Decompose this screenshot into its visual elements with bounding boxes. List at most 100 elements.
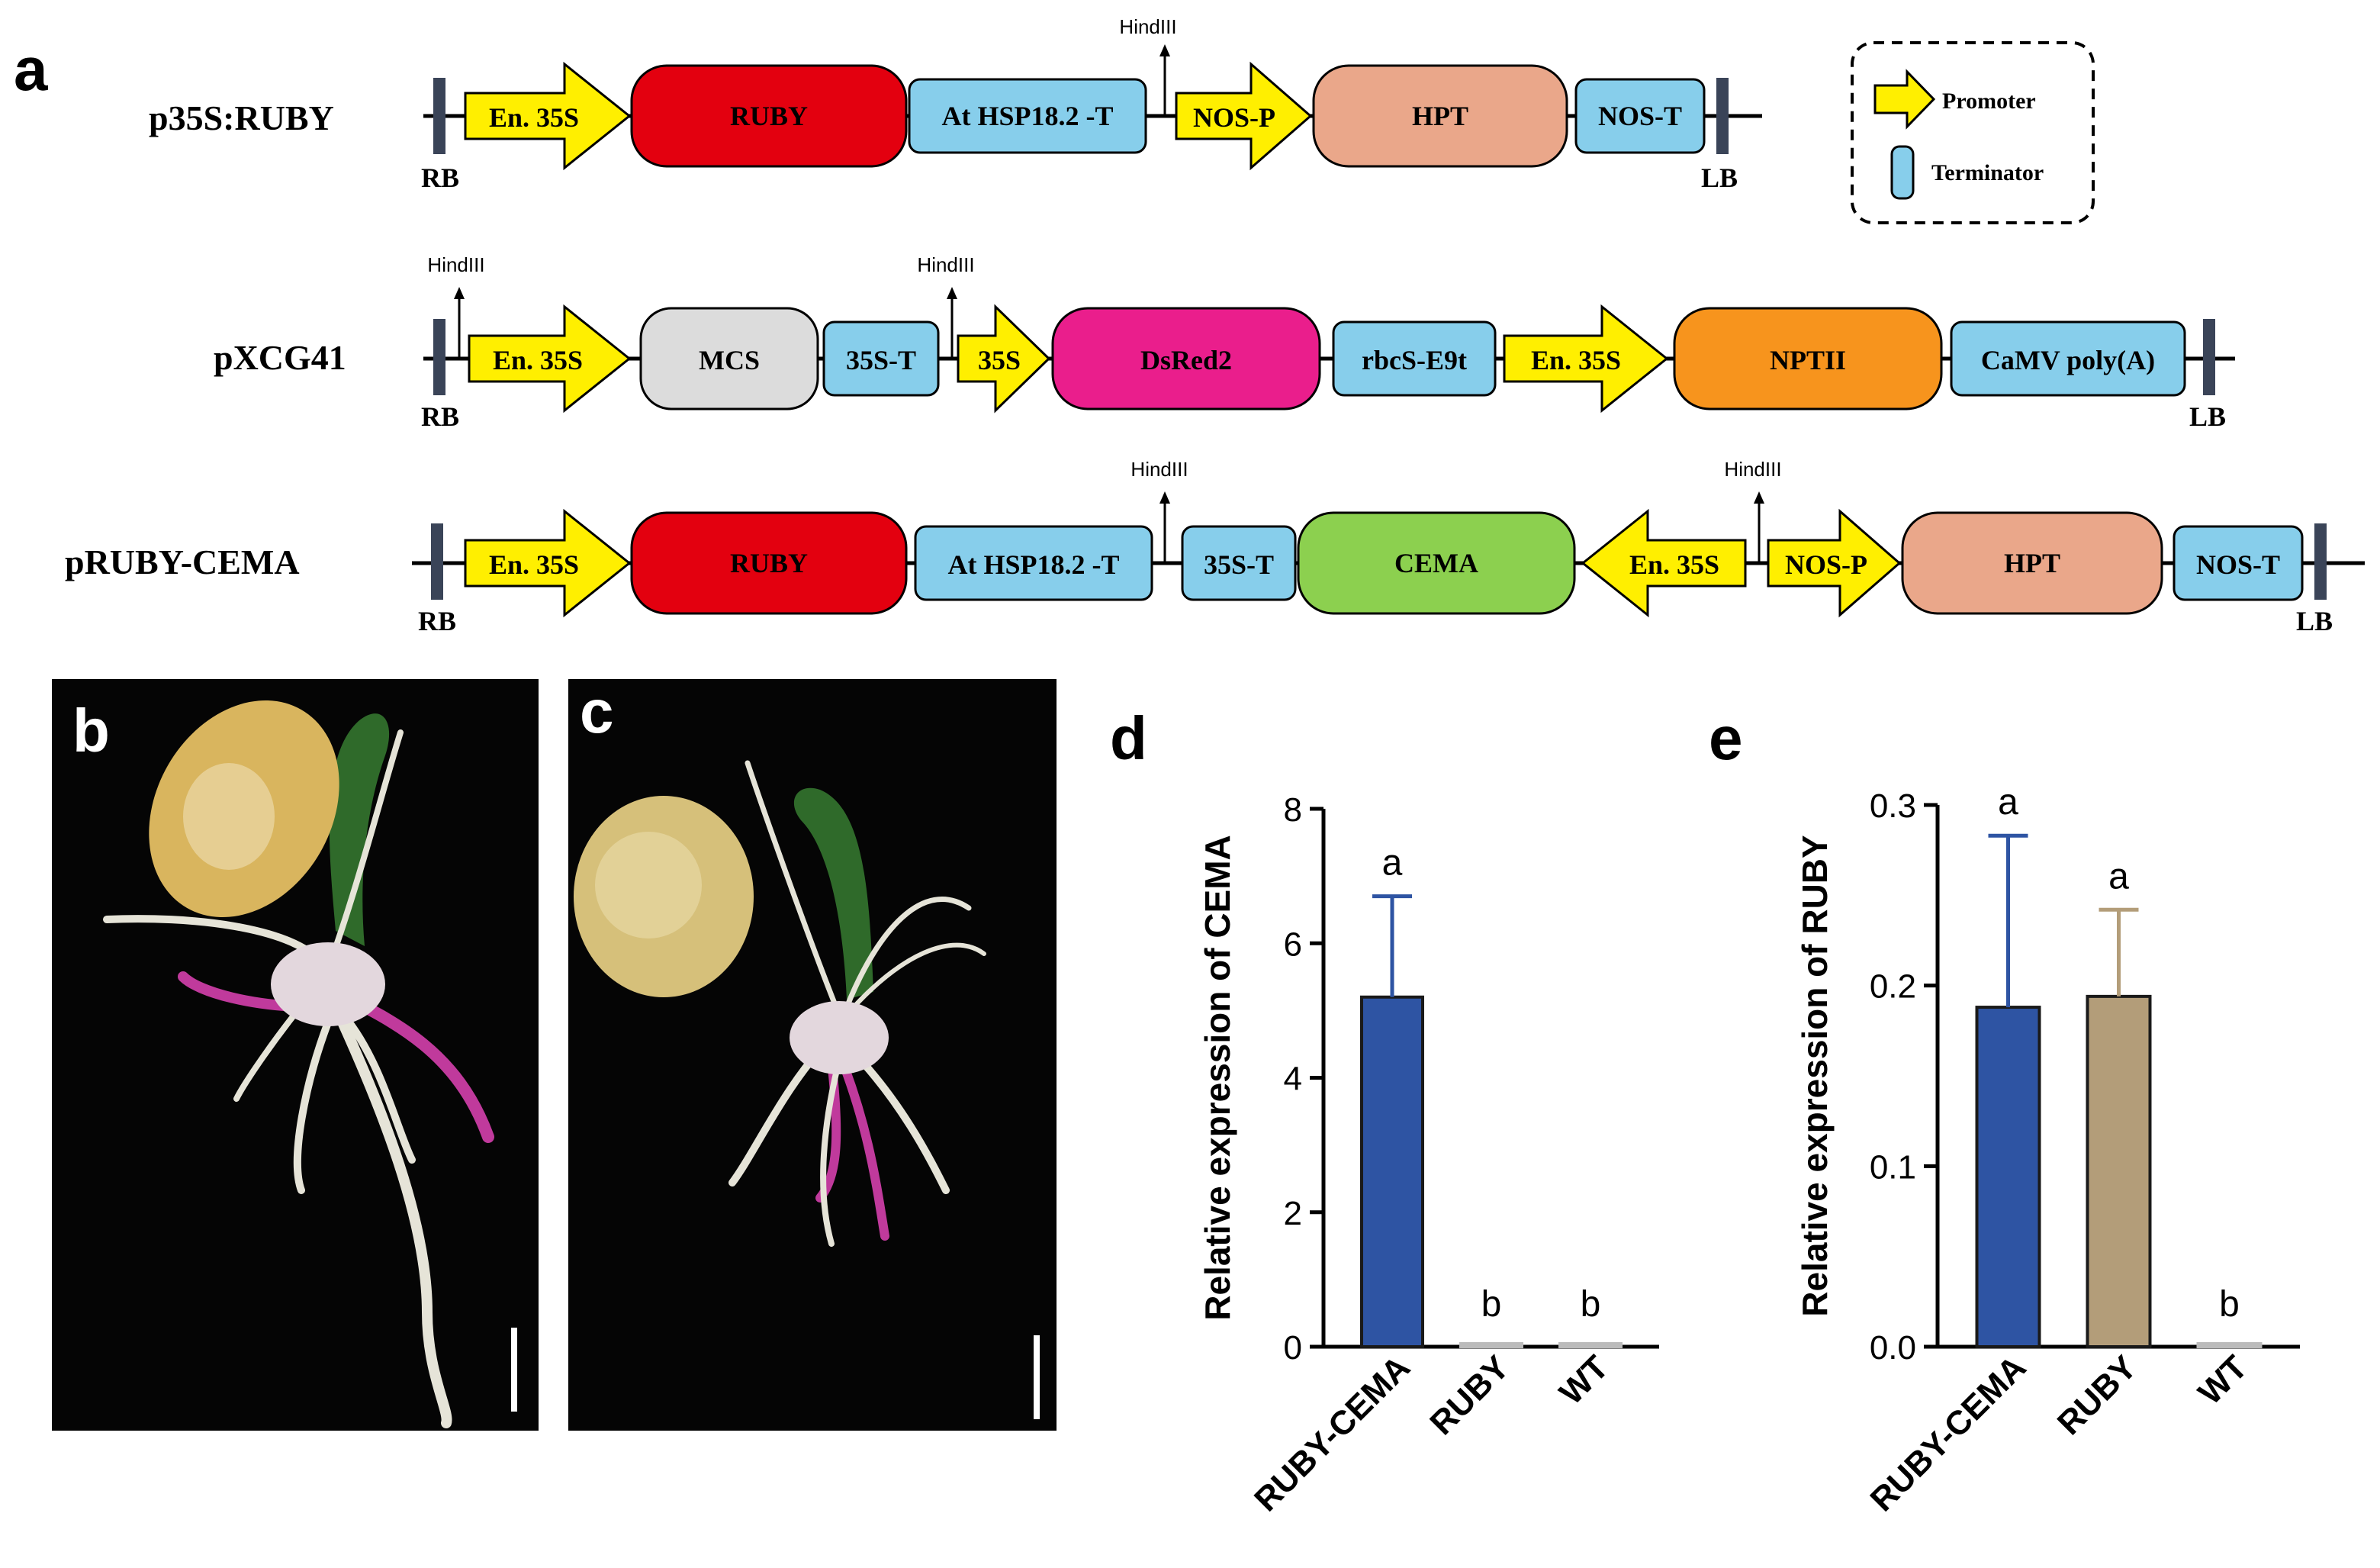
site-marker-arrowhead <box>1159 44 1170 56</box>
legend-promoter-icon <box>1873 69 1936 130</box>
element-label: 35S-T <box>846 345 916 375</box>
y-tick-label: 4 <box>1284 1061 1302 1098</box>
construct-name: pXCG41 <box>214 338 346 377</box>
promoter-arrow <box>468 304 632 414</box>
bar-ruby-cema <box>1975 1006 2041 1348</box>
y-axis-title: Relative expression of CEMA <box>1198 835 1237 1321</box>
element-label: CEMA <box>1394 548 1478 578</box>
promoter-arrow <box>464 61 632 171</box>
element-label: NOS-T <box>1598 101 1682 131</box>
promoter-arrow <box>1767 508 1902 618</box>
gene-box-nptii <box>1673 307 1943 411</box>
gene-box-ruby <box>630 64 908 168</box>
panel-label-c: c <box>580 678 614 745</box>
rb-border-block <box>431 523 443 600</box>
construct-name: p35S:RUBY <box>149 98 334 137</box>
seedling-shoot <box>793 787 873 1000</box>
terminator-box <box>2173 525 2304 601</box>
seedling-shoot <box>329 713 390 946</box>
element-label: NPTII <box>1770 345 1846 375</box>
element-label: DsRed2 <box>1140 345 1232 375</box>
lb-border-block <box>2203 319 2215 395</box>
y-tick-label: 0.2 <box>1870 968 1916 1006</box>
terminator-box <box>1332 320 1497 397</box>
y-tick-label: 0.3 <box>1870 787 1916 825</box>
gene-box-dsred2 <box>1051 307 1321 411</box>
significance-letter: b <box>2219 1284 2240 1325</box>
y-tick-label: 8 <box>1284 791 1302 829</box>
rb-label: RB <box>418 606 456 636</box>
promoter-arrow <box>957 304 1051 414</box>
rb-label: RB <box>421 163 459 193</box>
panel-a-construct-maps: a p35S:RUBY RB LB En. 35S RUBY At HSP18.… <box>14 15 2365 636</box>
y-tick-label: 0.1 <box>1870 1148 1916 1186</box>
significance-letter: a <box>1998 782 2018 823</box>
element-label: NOS-T <box>2196 549 2280 580</box>
construct-pxcg41: pXCG41 RB LB HindIII En. 35S MCS 35S-T H… <box>214 253 2235 432</box>
significance-letter: a <box>1382 843 1403 884</box>
element-label: En. 35S <box>489 102 579 133</box>
significance-letter: b <box>1481 1284 1502 1325</box>
panel-label-a: a <box>14 35 48 103</box>
gene-box-hpt <box>1312 64 1568 168</box>
element-label: CaMV poly(A) <box>1981 345 2155 375</box>
legend: Promoter Terminator <box>1851 41 2095 224</box>
panel-c-photo: c <box>568 678 1057 1431</box>
panel-label-d: d <box>1110 704 1147 772</box>
bar-wt <box>1558 1342 1623 1348</box>
site-marker-arrowhead <box>1754 491 1764 504</box>
terminator-box <box>1950 320 2186 397</box>
element-label: 35S-T <box>1204 549 1274 580</box>
element-label: En. 35S <box>493 345 583 375</box>
terminator-box <box>822 320 940 397</box>
site-marker-arrowhead <box>1159 491 1170 504</box>
element-label: At HSP18.2 -T <box>942 101 1114 131</box>
gene-box-mcs <box>639 307 819 411</box>
legend-promoter-label: Promoter <box>1942 89 2036 114</box>
hindiii-site-label: HindIII <box>1119 15 1176 38</box>
element-label: En. 35S <box>489 549 579 580</box>
legend-terminator-label: Terminator <box>1931 160 2044 185</box>
element-label: RUBY <box>730 548 808 578</box>
scale-bar <box>1034 1335 1040 1419</box>
hindiii-site-label: HindIII <box>1130 458 1188 481</box>
gene-box-hpt <box>1901 511 2163 615</box>
promoter-arrow <box>1175 61 1313 171</box>
promoter-arrow <box>1503 304 1669 414</box>
y-tick-label: 0.0 <box>1870 1329 1916 1367</box>
element-label: NOS-P <box>1193 102 1275 133</box>
significance-letter: b <box>1581 1284 1601 1325</box>
element-label: HPT <box>1412 101 1468 131</box>
gene-box-cema <box>1297 511 1576 615</box>
bar-wt <box>2196 1342 2263 1348</box>
element-label: MCS <box>699 345 760 375</box>
terminator-box <box>908 78 1147 154</box>
element-label: En. 35S <box>1629 549 1719 580</box>
terminator-box <box>914 525 1153 601</box>
legend-terminator-icon <box>1890 145 1915 200</box>
element-label: rbcS-E9t <box>1362 345 1467 375</box>
bar-ruby-cema <box>1360 995 1424 1348</box>
panel-label-b: b <box>72 697 110 765</box>
gene-box-ruby <box>630 511 908 615</box>
element-label: HPT <box>2004 548 2060 578</box>
element-label: 35S <box>978 345 1021 375</box>
lb-border-block <box>2314 523 2327 600</box>
y-tick-label: 0 <box>1284 1329 1302 1367</box>
seed-highlight <box>595 832 702 939</box>
y-tick-label: 6 <box>1284 926 1302 963</box>
rb-label: RB <box>421 401 459 432</box>
lb-label: LB <box>2296 606 2333 636</box>
y-tick-label: 2 <box>1284 1195 1302 1232</box>
panel-b-photo: b <box>52 679 539 1431</box>
element-label: NOS-P <box>1785 549 1867 580</box>
y-axis-title: Relative expression of RUBY <box>1795 835 1835 1316</box>
significance-letter: a <box>2108 856 2129 897</box>
hindiii-site-label: HindIII <box>427 253 484 276</box>
legend-frame <box>1851 41 2095 224</box>
site-marker-arrowhead <box>947 287 957 299</box>
element-label: En. 35S <box>1531 345 1621 375</box>
seed-highlight <box>183 763 275 870</box>
